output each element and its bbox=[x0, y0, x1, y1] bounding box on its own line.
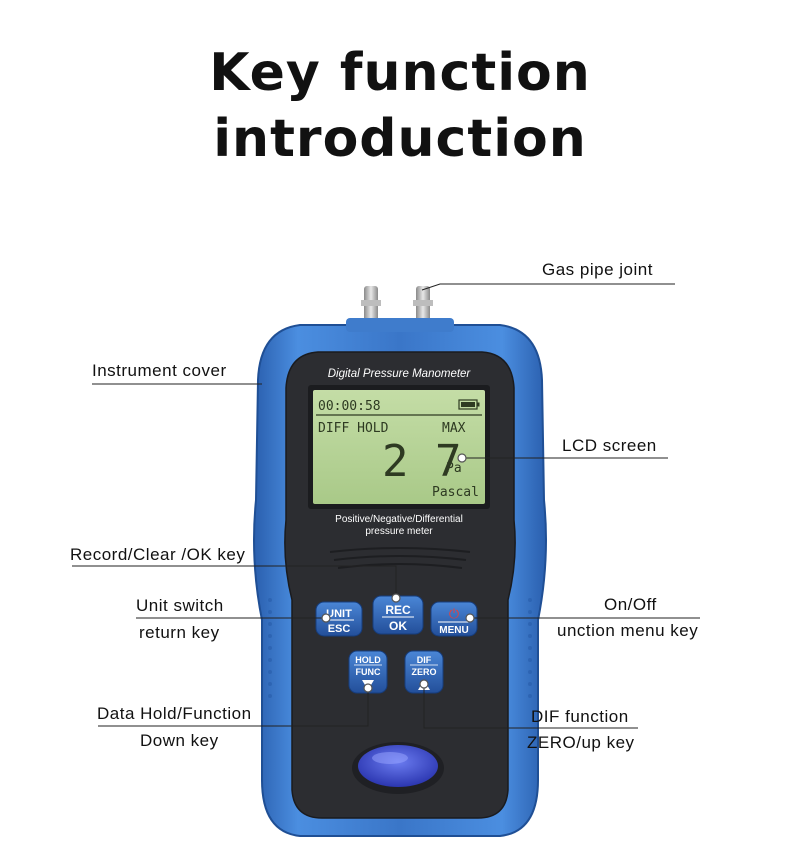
lcd-mode: DIFF HOLD bbox=[318, 421, 389, 436]
callout-hold-line1: Data Hold/Function bbox=[97, 704, 252, 723]
lcd-timer: 00:00:58 bbox=[318, 399, 381, 414]
pipe-ring-right bbox=[413, 300, 433, 306]
callout-record-key: Record/Clear /OK key bbox=[70, 545, 246, 564]
callout-instrument-cover: Instrument cover bbox=[92, 361, 227, 380]
esc-label: ESC bbox=[328, 623, 351, 635]
callout-hold-line2: Down key bbox=[140, 731, 219, 750]
rec-ok-button[interactable]: REC OK bbox=[372, 595, 424, 635]
device-subtitle-2: pressure meter bbox=[365, 526, 433, 537]
func-label: FUNC bbox=[356, 667, 381, 677]
grip-texture bbox=[268, 598, 532, 698]
callout-gas-pipe: Gas pipe joint bbox=[542, 260, 653, 279]
pipe-ring-left bbox=[361, 300, 381, 306]
lcd-screen: 00:00:58 DIFF HOLD MAX 2 7 Pa Pascal bbox=[308, 385, 490, 509]
callout-onoff-line2: unction menu key bbox=[557, 621, 699, 640]
battery-icon bbox=[458, 399, 480, 410]
cover-top-bar bbox=[346, 318, 454, 332]
callout-dif-line2: ZERO/up key bbox=[527, 733, 635, 752]
lcd-max: MAX bbox=[442, 421, 466, 436]
lcd-value: 2 7 bbox=[382, 436, 461, 487]
rec-label: REC bbox=[385, 603, 411, 617]
title-line-1: Key function bbox=[209, 43, 591, 103]
lcd-unit: Pa bbox=[446, 461, 462, 476]
page-title: Key function introduction bbox=[0, 40, 800, 172]
callout-unit-line2: return key bbox=[139, 623, 220, 642]
dif-label: DIF bbox=[417, 655, 432, 665]
power-menu-button[interactable]: ⏻ MENU bbox=[430, 601, 478, 637]
callout-unit-line1: Unit switch bbox=[136, 596, 224, 615]
callout-dif-line1: DIF function bbox=[531, 707, 629, 726]
callout-lcd-screen: LCD screen bbox=[562, 436, 657, 455]
lcd-unit-name: Pascal bbox=[432, 485, 479, 500]
ok-label: OK bbox=[389, 619, 407, 633]
menu-label: MENU bbox=[439, 625, 468, 636]
gas-pipe-joints bbox=[361, 286, 433, 322]
zero-label: ZERO bbox=[411, 667, 436, 677]
hold-label: HOLD bbox=[355, 655, 381, 665]
callout-dots bbox=[321, 453, 475, 693]
callout-onoff-line1: On/Off bbox=[604, 595, 657, 614]
brand-label: Digital Pressure Manometer bbox=[328, 368, 472, 380]
sensor-lens bbox=[352, 742, 444, 794]
unit-label: UNIT bbox=[326, 608, 352, 620]
dif-zero-button[interactable]: DIF ZERO bbox=[404, 650, 444, 694]
device-subtitle-1: Positive/Negative/Differential bbox=[335, 514, 463, 525]
power-icon: ⏻ bbox=[449, 607, 459, 622]
unit-esc-button[interactable]: UNIT ESC bbox=[315, 601, 363, 637]
title-line-2: introduction bbox=[213, 109, 587, 169]
callout-lines bbox=[72, 283, 700, 729]
